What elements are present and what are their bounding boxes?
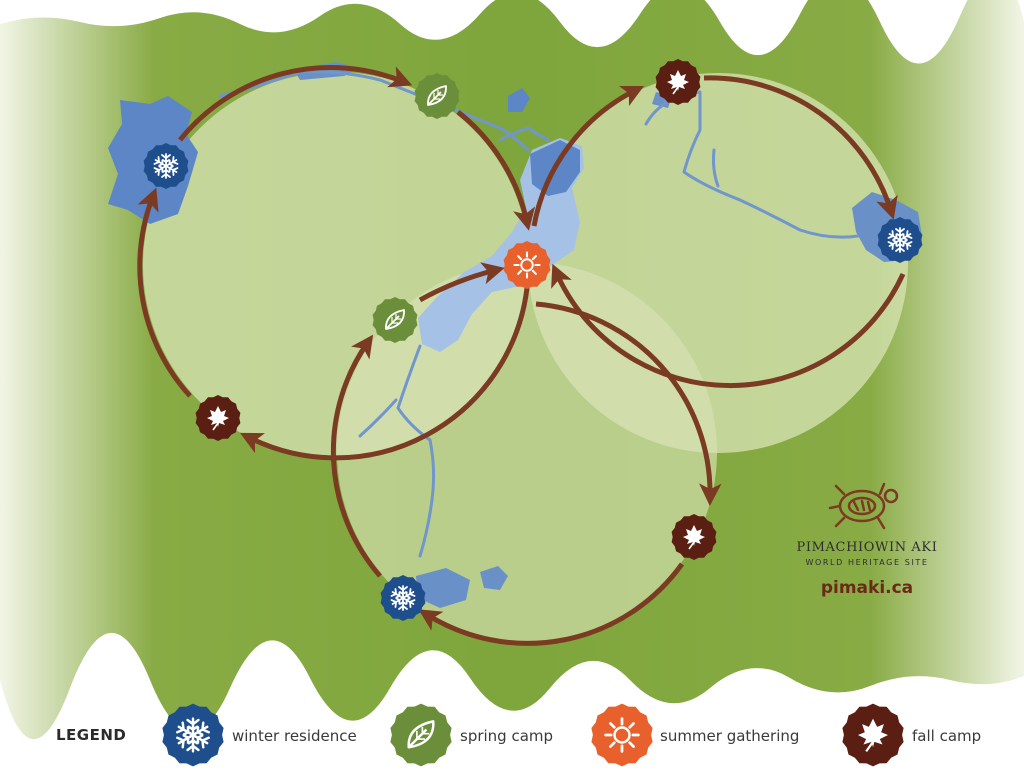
arrow-s-fall-to-winter [418,562,685,646]
arrow-w-fall-to-winter [137,187,192,398]
arrow-w-winter-to-spring [178,65,413,142]
snowflake-icon [153,153,179,179]
marker-shared-summer [503,241,551,289]
sun-icon [513,251,541,279]
snowflake-icon [390,585,416,611]
maple-leaf-icon [858,718,888,752]
arrow-w-summer-to-fall [239,287,530,461]
maple-leaf-icon [683,525,705,550]
turtle-icon [828,482,899,530]
marker-circle-3-fall [671,514,717,560]
marker-circle-1-spring [414,73,460,119]
brand-url[interactable]: pimaki.ca [820,578,914,598]
leaf-icon [427,85,447,106]
legend-icons [162,703,904,767]
arrow-s-spring-to-summer [418,262,505,303]
brand-title: PIMACHIOWIN AKI [796,540,938,555]
marker-circle-2-fall [655,59,701,105]
legend-title: LEGEND [56,726,127,744]
marker-circle-1-winter [143,143,189,189]
marker-circle-3-spring [372,297,418,343]
marker-circle-2-winter [877,217,923,263]
arrow-e-fall-to-winter [703,75,898,220]
marker-circle-1-fall [195,395,241,441]
snowflake-icon [176,717,210,753]
maple-leaf-icon [667,70,689,95]
legend-summer-badge [591,703,653,767]
legend-spring [390,703,452,767]
leaf-icon [407,720,435,749]
river-south-branch [358,398,398,438]
legend-winter [162,703,224,767]
arrow-e-winter-to-summer [551,263,906,389]
arrow-w-spring-to-summer [456,110,536,231]
lake-south [416,568,470,608]
seasonal-circle-south [337,262,717,642]
river-east-branch [712,148,720,188]
lake-small-2 [508,88,530,112]
brand-subtitle: WORLD HERITAGE SITE [805,558,929,567]
legend-label-winter: winter residence [232,727,357,745]
lake-small-1 [480,566,508,590]
sun-icon [604,717,640,753]
arrow-e-summer-to-fall [531,85,645,227]
arrow-s-winter-to-spring [330,334,382,578]
legend-label-summer: summer gathering [660,727,800,745]
river-north [218,70,530,152]
legend-label-spring: spring camp [460,727,554,745]
marker-shared-summer-badge [503,241,551,289]
legend-label-fall: fall camp [912,727,982,745]
maple-leaf-icon [207,406,229,431]
marker-circle-3-winter [380,575,426,621]
river-northeast [498,126,550,142]
season-markers [143,59,923,621]
legend-fall [842,703,904,767]
snowflake-icon [887,227,913,253]
leaf-icon [385,309,405,330]
legend-summer [591,703,653,767]
river-south [396,344,436,558]
arrow-s-summer-to-fall [535,301,722,506]
